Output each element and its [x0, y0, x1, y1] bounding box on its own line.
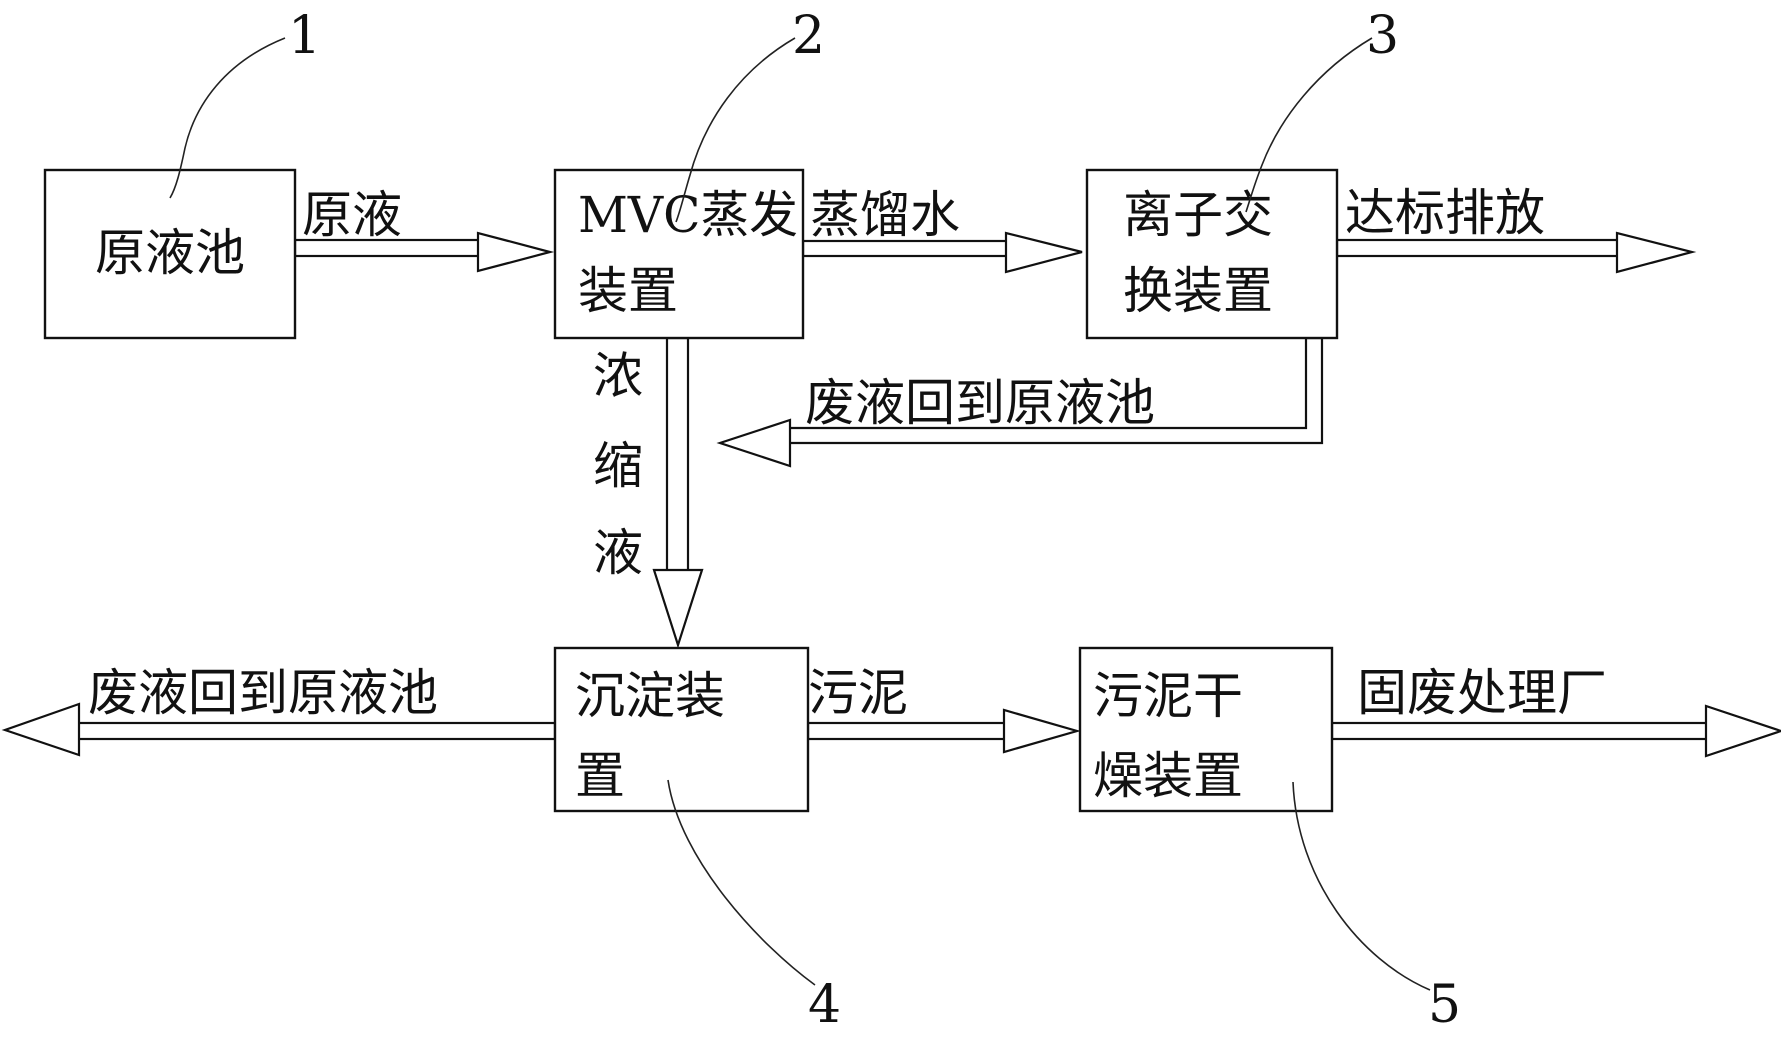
arrow-mvc-to-ion	[801, 231, 1083, 274]
flow-label-ion-return: 废液回到原液池	[805, 374, 1155, 432]
ref-number-2: 2	[792, 6, 825, 66]
flow-label-distilled: 蒸馏水	[810, 186, 960, 244]
box-raw-liquid-pool: 原液池	[43, 168, 297, 340]
flow-label-concentrate-1: 浓	[593, 347, 643, 405]
flow-label-sludge: 污泥	[808, 664, 908, 722]
flow-label-raw: 原液	[302, 186, 402, 244]
box-sludge-dryer: 污泥干 燥装置	[1078, 646, 1334, 813]
arrow-ion-discharge	[1335, 231, 1697, 274]
leader-line-4	[667, 779, 816, 986]
leader-line-5	[1292, 781, 1431, 991]
box-settling: 沉淀装 置	[553, 646, 810, 813]
ref-number-5: 5	[1428, 975, 1461, 1034]
flow-label-discharge: 达标排放	[1345, 184, 1545, 242]
box-mvc-evaporator-label-1: MVC蒸发	[578, 186, 798, 244]
box-ion-exchange-label-2: 换装置	[1123, 262, 1273, 320]
box-sludge-dryer-label-2: 燥装置	[1093, 747, 1243, 805]
box-sludge-dryer-label-1: 污泥干	[1093, 667, 1243, 725]
box-settling-label-1: 沉淀装	[575, 667, 725, 725]
box-ion-exchange: 离子交 换装置	[1085, 168, 1339, 340]
arrow-mvc-to-settling	[652, 336, 704, 649]
flow-label-solid-waste: 固废处理厂	[1357, 664, 1607, 722]
leader-line-2	[675, 37, 796, 223]
box-raw-liquid-pool-label: 原液池	[95, 224, 245, 282]
ref-number-3: 3	[1366, 6, 1399, 66]
flow-label-concentrate-3: 液	[593, 524, 643, 582]
leader-line-1	[169, 37, 286, 199]
box-ion-exchange-label-1: 离子交	[1123, 186, 1273, 244]
flow-label-concentrate-2: 缩	[593, 437, 643, 495]
ref-number-1: 1	[288, 6, 321, 66]
box-mvc-evaporator: MVC蒸发 装置	[553, 168, 805, 340]
ref-number-4: 4	[808, 975, 841, 1034]
leader-line-3	[1245, 37, 1373, 213]
box-settling-label-2: 置	[575, 747, 625, 805]
arrow-raw-to-mvc	[293, 231, 555, 273]
box-mvc-evaporator-label-2: 装置	[578, 262, 678, 320]
flow-label-settling-return: 废液回到原液池	[88, 664, 438, 722]
arrow-settling-to-dryer	[806, 708, 1081, 754]
arrow-settling-return	[1, 702, 557, 757]
